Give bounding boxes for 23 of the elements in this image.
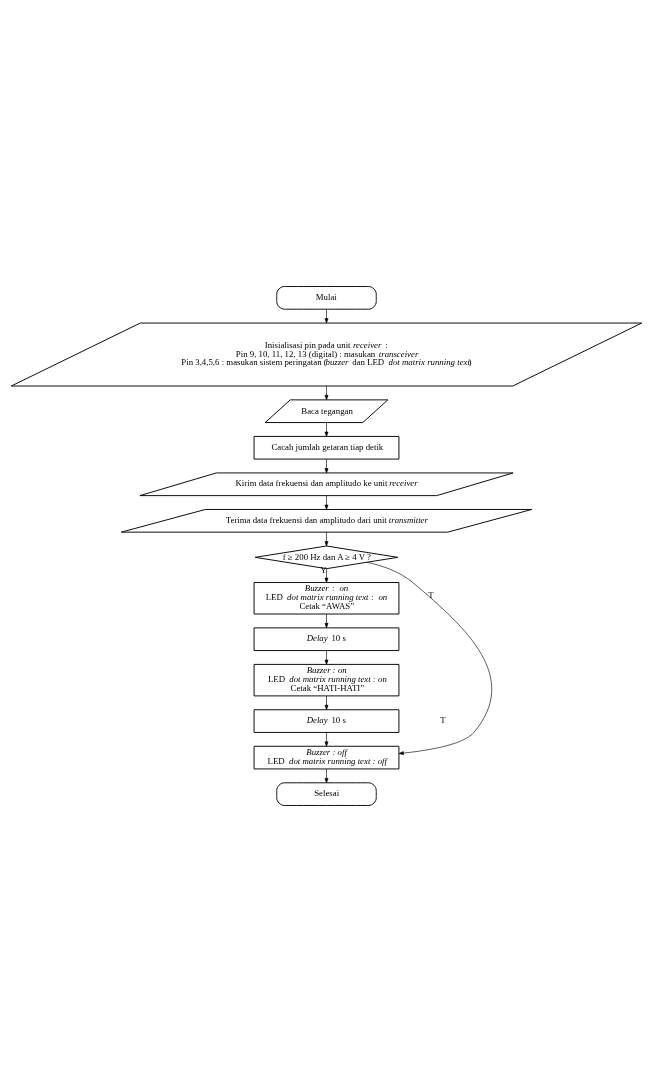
- node-box: Delay 10 s: [253, 626, 400, 651]
- arrow: [324, 613, 329, 628]
- arrow: [324, 531, 329, 546]
- arrow: [324, 568, 329, 583]
- arrow: [324, 695, 329, 710]
- arrow: [366, 561, 492, 755]
- node-box: Buzzer : off LED dot matrix running text : off: [253, 745, 400, 769]
- arrow: [324, 768, 329, 783]
- node-box: Delay 10 s: [253, 708, 400, 733]
- label: T: [440, 714, 446, 725]
- node-box: Buzzer : on LED dot matrix running text : on Cetak “AWAS”: [253, 581, 400, 614]
- node-box: Cacah jumlah getaran tiap detik: [253, 435, 400, 460]
- arrow: [324, 385, 329, 400]
- arrow: [324, 731, 329, 747]
- arrow: [324, 308, 329, 323]
- node-box: Mulai: [276, 285, 377, 310]
- edge-label: T: [428, 589, 434, 600]
- arrow: [324, 649, 329, 665]
- node-box: Selesai: [276, 781, 377, 806]
- arrow: [324, 458, 329, 473]
- arrow: [324, 494, 329, 510]
- node-box: Buzzer : on LED dot matrix running text : on Cetak “HATI-HATI”: [253, 663, 400, 696]
- arrow: [324, 421, 329, 437]
